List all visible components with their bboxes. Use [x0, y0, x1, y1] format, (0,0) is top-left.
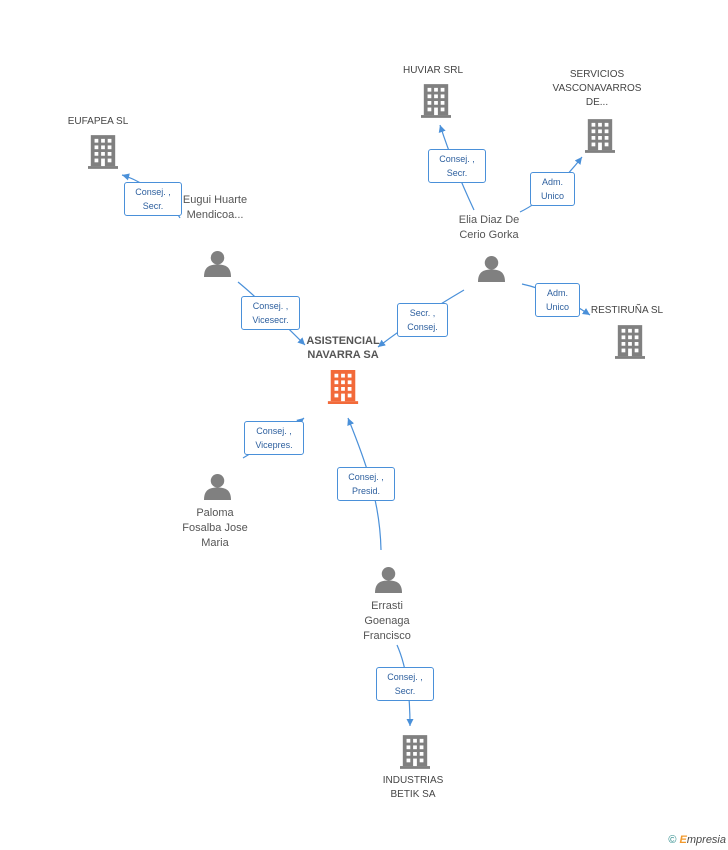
- relation-line: Unico: [540, 191, 564, 201]
- main-company-building-icon[interactable]: [327, 370, 359, 404]
- relation-line: Adm.: [546, 288, 568, 298]
- relation-line: Vicepres.: [255, 440, 293, 450]
- relation-line: Consej. ,: [135, 187, 171, 197]
- relation-line: Consej. ,: [439, 154, 475, 164]
- relation-label: Adm. Unico: [530, 172, 575, 206]
- elia-person-icon[interactable]: [478, 255, 505, 282]
- relation-label: Adm. Unico: [535, 283, 580, 317]
- brand-rest: mpresia: [686, 834, 726, 846]
- relation-line: Secr.: [394, 686, 416, 696]
- servicios-building-icon[interactable]: [585, 119, 615, 153]
- huviar-building-icon[interactable]: [421, 84, 451, 118]
- relation-label: Consej. , Presid.: [337, 467, 395, 501]
- relation-line: Consej. ,: [256, 426, 292, 436]
- relation-line: Unico: [545, 302, 569, 312]
- restiruna-building-icon[interactable]: [615, 325, 645, 359]
- servicios-label[interactable]: SERVICIOS VASCONAVARROS DE...: [552, 69, 642, 108]
- main-company-label[interactable]: ASISTENCIAL NAVARRA SA: [306, 335, 380, 361]
- relation-line: Adm.: [541, 177, 563, 187]
- relation-label: Consej. , Secr.: [124, 182, 182, 216]
- paloma-label[interactable]: Paloma Fosalba Jose Maria: [182, 507, 248, 549]
- relation-label: Secr. , Consej.: [397, 303, 448, 337]
- relation-line: Consej. ,: [252, 301, 289, 311]
- relation-line: Consej.: [407, 322, 438, 332]
- restiruna-label[interactable]: RESTIRUÑA SL: [590, 305, 664, 316]
- relation-line: Presid.: [351, 486, 380, 496]
- eugui-label[interactable]: Eugui Huarte Mendicoa...: [182, 194, 248, 221]
- copyright-symbol: ©: [668, 834, 677, 846]
- relation-line: Vicesecr.: [252, 315, 289, 325]
- errasti-label[interactable]: Errasti Goenaga Francisco: [363, 600, 411, 642]
- brand-e: E: [679, 834, 687, 846]
- relation-label: Consej. , Secr.: [428, 149, 486, 183]
- errasti-person-icon[interactable]: [375, 566, 402, 593]
- elia-label[interactable]: Elia Diaz De Cerio Gorka: [458, 214, 520, 241]
- industrias-label[interactable]: INDUSTRIAS BETIK SA: [382, 775, 444, 800]
- industrias-building-icon[interactable]: [400, 735, 430, 769]
- relation-label: Consej. , Vicesecr.: [241, 296, 300, 330]
- relation-line: Consej. ,: [387, 672, 423, 682]
- paloma-person-icon[interactable]: [204, 473, 231, 500]
- eufapea-label[interactable]: EUFAPEA SL: [67, 116, 129, 127]
- relation-label: Consej. , Secr.: [376, 667, 434, 701]
- relation-line: Secr.: [142, 201, 164, 211]
- relation-label: Consej. , Vicepres.: [244, 421, 304, 455]
- huviar-label[interactable]: HUVIAR SRL: [402, 65, 463, 76]
- eufapea-building-icon[interactable]: [88, 135, 118, 169]
- relation-line: Secr. ,: [409, 308, 436, 318]
- empresia-logo[interactable]: © Empresia: [668, 834, 726, 846]
- relation-line: Consej. ,: [348, 472, 384, 482]
- eugui-person-icon[interactable]: [204, 250, 231, 277]
- relation-line: Secr.: [446, 168, 468, 178]
